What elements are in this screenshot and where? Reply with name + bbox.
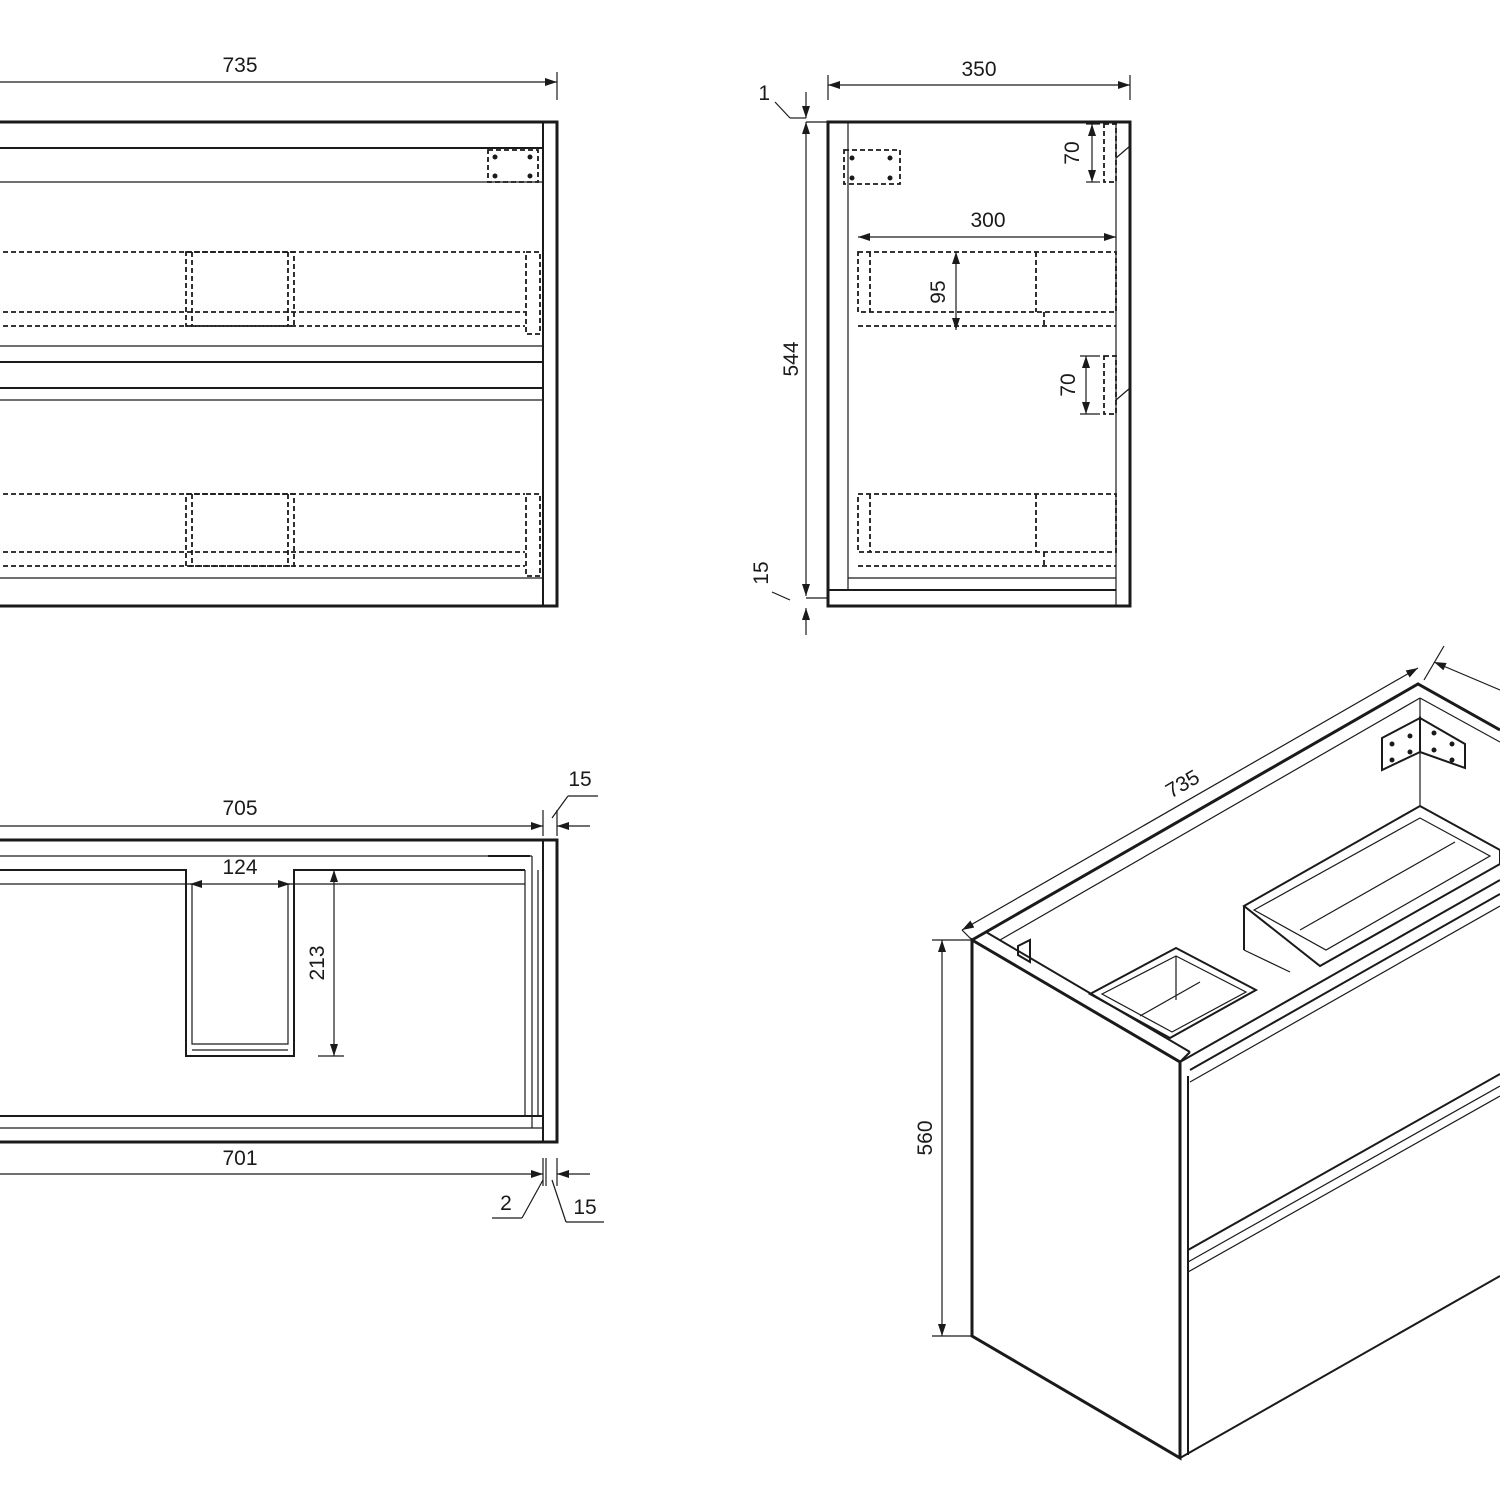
upper-sink-cutout	[185, 251, 295, 327]
isometric-view: 735 560	[914, 645, 1500, 1461]
iso-height-label: 560	[914, 1120, 937, 1155]
side-outline	[826, 120, 1132, 608]
side-top-gap-label: 1	[758, 82, 770, 105]
side-upper-drawer	[857, 251, 1117, 313]
lower-sink-cutout	[185, 493, 295, 567]
sink-notch-outline	[0, 869, 525, 1057]
front-width-label: 735	[222, 54, 257, 77]
upper-rail-label: 70	[1061, 141, 1084, 164]
bottom-width-label: 701	[222, 1147, 257, 1170]
iso-side-panel	[970, 937, 1182, 1461]
iso-bracket-left-icon	[1381, 716, 1421, 772]
side-bottom-gap-label: 15	[750, 561, 773, 584]
iso-bracket-right-icon	[1419, 716, 1466, 770]
gap-label: 2	[500, 1192, 512, 1215]
iso-width-label: 735	[1162, 766, 1204, 803]
side-height-label: 544	[780, 341, 803, 376]
side-depth-label: 350	[961, 58, 996, 81]
inner-width-label: 705	[222, 797, 257, 820]
notch-width-label: 124	[222, 856, 257, 879]
side-bracket-icon	[843, 149, 901, 185]
drawer-height-label: 95	[927, 280, 950, 303]
lower-rail	[1103, 355, 1117, 415]
lower-rail-label: 70	[1057, 373, 1080, 396]
iso-left-drawer-box	[1087, 946, 1259, 1040]
mounting-bracket-icon	[487, 149, 539, 183]
side-panel-label: 15	[568, 768, 591, 791]
notch-depth-label: 213	[306, 945, 329, 980]
front-view: 735	[0, 54, 559, 608]
upper-rail	[1103, 123, 1117, 183]
side-lower-drawer	[857, 493, 1117, 553]
iso-right-drawer-box	[1242, 804, 1500, 968]
front-outline	[0, 120, 559, 608]
top-outline	[0, 838, 559, 1144]
bottom-panel-label: 15	[573, 1196, 596, 1219]
iso-width-dimension	[961, 667, 1419, 931]
top-view: 705 15 124 213 701 2 15	[0, 768, 604, 1223]
side-view: 350 544 1 15 300 95 70 70	[750, 58, 1132, 635]
drawer-depth-label: 300	[970, 209, 1005, 232]
